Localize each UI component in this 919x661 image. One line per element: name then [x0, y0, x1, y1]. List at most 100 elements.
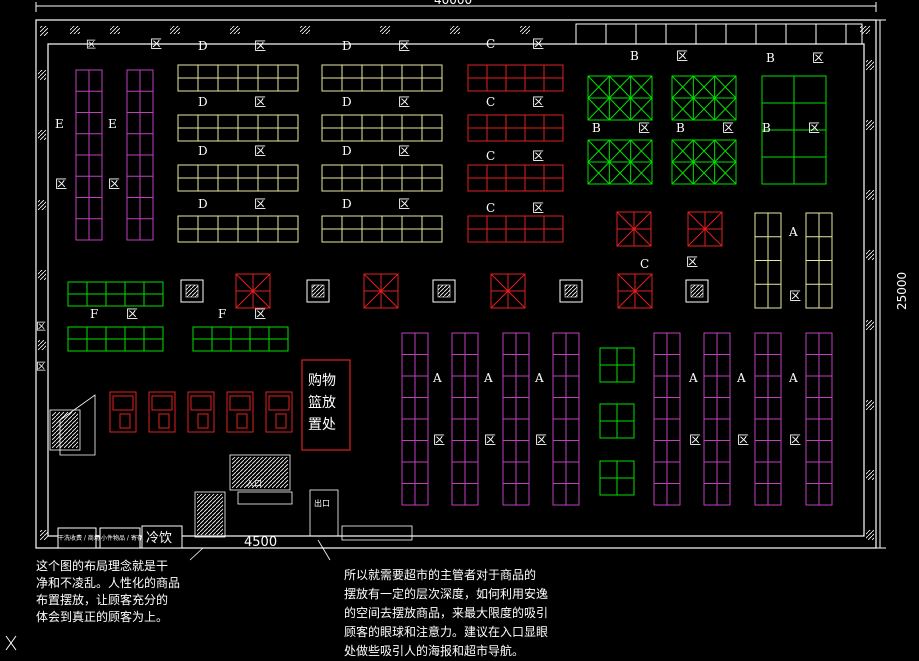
f-zone-shelf: [192, 326, 289, 352]
d-zone-qu: 区: [398, 39, 410, 53]
green-rack: [599, 403, 635, 439]
d-zone-shelf: [177, 215, 299, 243]
a-zone-label: A: [483, 371, 493, 385]
e-zone-label: E: [108, 117, 117, 131]
x-mark-icon: [5, 635, 17, 651]
c-zone-label: C: [486, 201, 495, 215]
c-zone-rack: [235, 273, 271, 309]
e-zone-label-top: 区: [150, 37, 162, 51]
f-zone-shelf: [67, 326, 164, 352]
c-zone-label: C: [486, 149, 495, 163]
top-wall-segments: [575, 23, 863, 45]
a-zone-qu: 区: [535, 433, 547, 447]
b-zone-qu: 区: [676, 49, 688, 63]
a-zone-shelf-yellow: [754, 212, 782, 309]
checkout-area: [49, 394, 413, 541]
top-mark: 区: [86, 39, 96, 51]
b-zone-label: B: [762, 121, 771, 135]
d-zone-shelf: [177, 64, 299, 92]
c-zone-rack: [687, 211, 723, 247]
d-zone-label: D: [198, 95, 208, 109]
d-zone-label: D: [342, 197, 352, 211]
b-zone-qu: 区: [812, 51, 824, 65]
pillar: [432, 279, 456, 303]
a-zone-shelf: [653, 332, 681, 506]
pillar: [559, 279, 583, 303]
f-zone-qu: 区: [126, 307, 138, 321]
b-zone-qu: 区: [808, 121, 820, 135]
basket-label-line-1: 购物: [308, 373, 336, 389]
checkout-unit: [265, 391, 293, 433]
checkout-unit: [187, 391, 215, 433]
e-zone-shelf: [126, 69, 154, 241]
b-zone-qu: 区: [638, 121, 650, 135]
b-zone-label: B: [676, 121, 685, 135]
checkout-hatch: [52, 412, 288, 535]
d-zone-shelf: [321, 64, 443, 92]
d-zone-label: D: [198, 197, 208, 211]
c-zone-qu: 区: [532, 95, 544, 109]
green-rack: [599, 460, 635, 496]
c-zone-qu: 区: [532, 37, 544, 51]
service-counter-1-label: 干洗收费 / 商场服务: [58, 534, 112, 542]
b-zone-rack: [761, 75, 827, 185]
f-zone-label: F: [218, 307, 226, 321]
d-zone-shelf: [177, 114, 299, 142]
note-left: 这个图的布局理念就是干 净和不凌乱。人性化的商品 布置摆放，让顾客充分的 体会到…: [36, 559, 181, 624]
basket-label-line-2: 篮放: [308, 395, 336, 411]
c-zone-label: C: [486, 95, 495, 109]
c-zone-shelf: [467, 114, 564, 142]
d-zone-qu: 区: [398, 197, 410, 211]
c-zone-shelf: [467, 64, 564, 92]
a-zone-label: A: [788, 225, 798, 239]
c-zone-rack: [363, 273, 399, 309]
f-zone-shelf: [67, 281, 164, 307]
entrance-dimension-label: 4500: [244, 535, 277, 550]
e-zone-qu: 区: [108, 177, 120, 191]
d-zone-qu: 区: [254, 95, 266, 109]
c-zone-label: C: [486, 37, 495, 51]
checkout-unit: [226, 391, 254, 433]
a-zone-shelf: [451, 332, 479, 506]
d-zone-shelf: [177, 164, 299, 192]
service-counter-2-label: 小件物品 / 寄存处: [101, 534, 149, 542]
a-zone-shelf-yellow: [805, 212, 833, 309]
d-zone-label: D: [198, 39, 208, 53]
c-zone-rack: [490, 273, 526, 309]
f-zone-label: F: [90, 307, 98, 321]
b-zone-label: B: [592, 121, 601, 135]
a-zone-qu: 区: [737, 433, 749, 447]
a-zone-shelf: [502, 332, 530, 506]
green-rack: [599, 347, 635, 383]
d-zone-qu: 区: [254, 144, 266, 158]
side-mark: 区: [36, 321, 46, 333]
a-zone-label: A: [688, 371, 698, 385]
d-zone-qu: 区: [398, 95, 410, 109]
b-zone-qu: 区: [722, 121, 734, 135]
e-zone-label: E: [55, 117, 64, 131]
checkout-unit: [148, 391, 176, 433]
b-zone-rack: [671, 75, 737, 121]
d-zone-label: D: [198, 144, 208, 158]
d-zone-qu: 区: [254, 197, 266, 211]
exit-mark: 出口: [314, 498, 330, 508]
a-zone-shelf: [805, 332, 833, 506]
c-zone-rack: [617, 273, 653, 309]
a-zone-qu: 区: [789, 289, 801, 303]
d-zone-label: D: [342, 95, 352, 109]
basket-label-line-3: 置处: [308, 417, 336, 433]
d-zone-qu: 区: [254, 39, 266, 53]
b-zone-rack: [587, 139, 653, 185]
e-zone-shelf: [75, 69, 103, 241]
dimension-right: [876, 19, 886, 549]
c-zone-rack: [616, 211, 652, 247]
cold-drink-label: 冷饮: [146, 531, 172, 546]
c-zone-qu: 区: [686, 255, 698, 269]
a-zone-label: A: [736, 371, 746, 385]
d-zone-shelf: [321, 114, 443, 142]
note-right: 所以就需要超市的主管者对于商品的 摆放有一定的层次深度，如何利用安逸 的空间去摆…: [344, 568, 549, 658]
pillar: [306, 279, 330, 303]
d-zone-label: D: [342, 39, 352, 53]
leader-lines: [189, 539, 331, 561]
